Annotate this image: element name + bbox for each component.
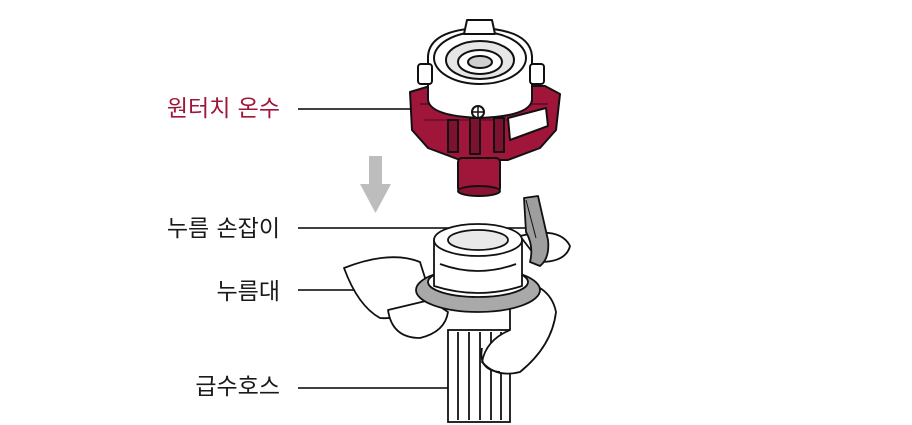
one-touch-valve — [409, 19, 561, 197]
press-handle-assembly — [433, 195, 550, 294]
label-press-handle: 누름 손잡이 — [166, 216, 280, 242]
label-press-base: 누름대 — [216, 279, 280, 305]
down-arrow-icon — [360, 156, 391, 213]
hand — [343, 231, 571, 375]
label-one-touch-hot-water: 원터치 온수 — [166, 96, 280, 122]
press-handle — [523, 195, 550, 267]
label-supply-hose: 급수호스 — [195, 374, 280, 400]
